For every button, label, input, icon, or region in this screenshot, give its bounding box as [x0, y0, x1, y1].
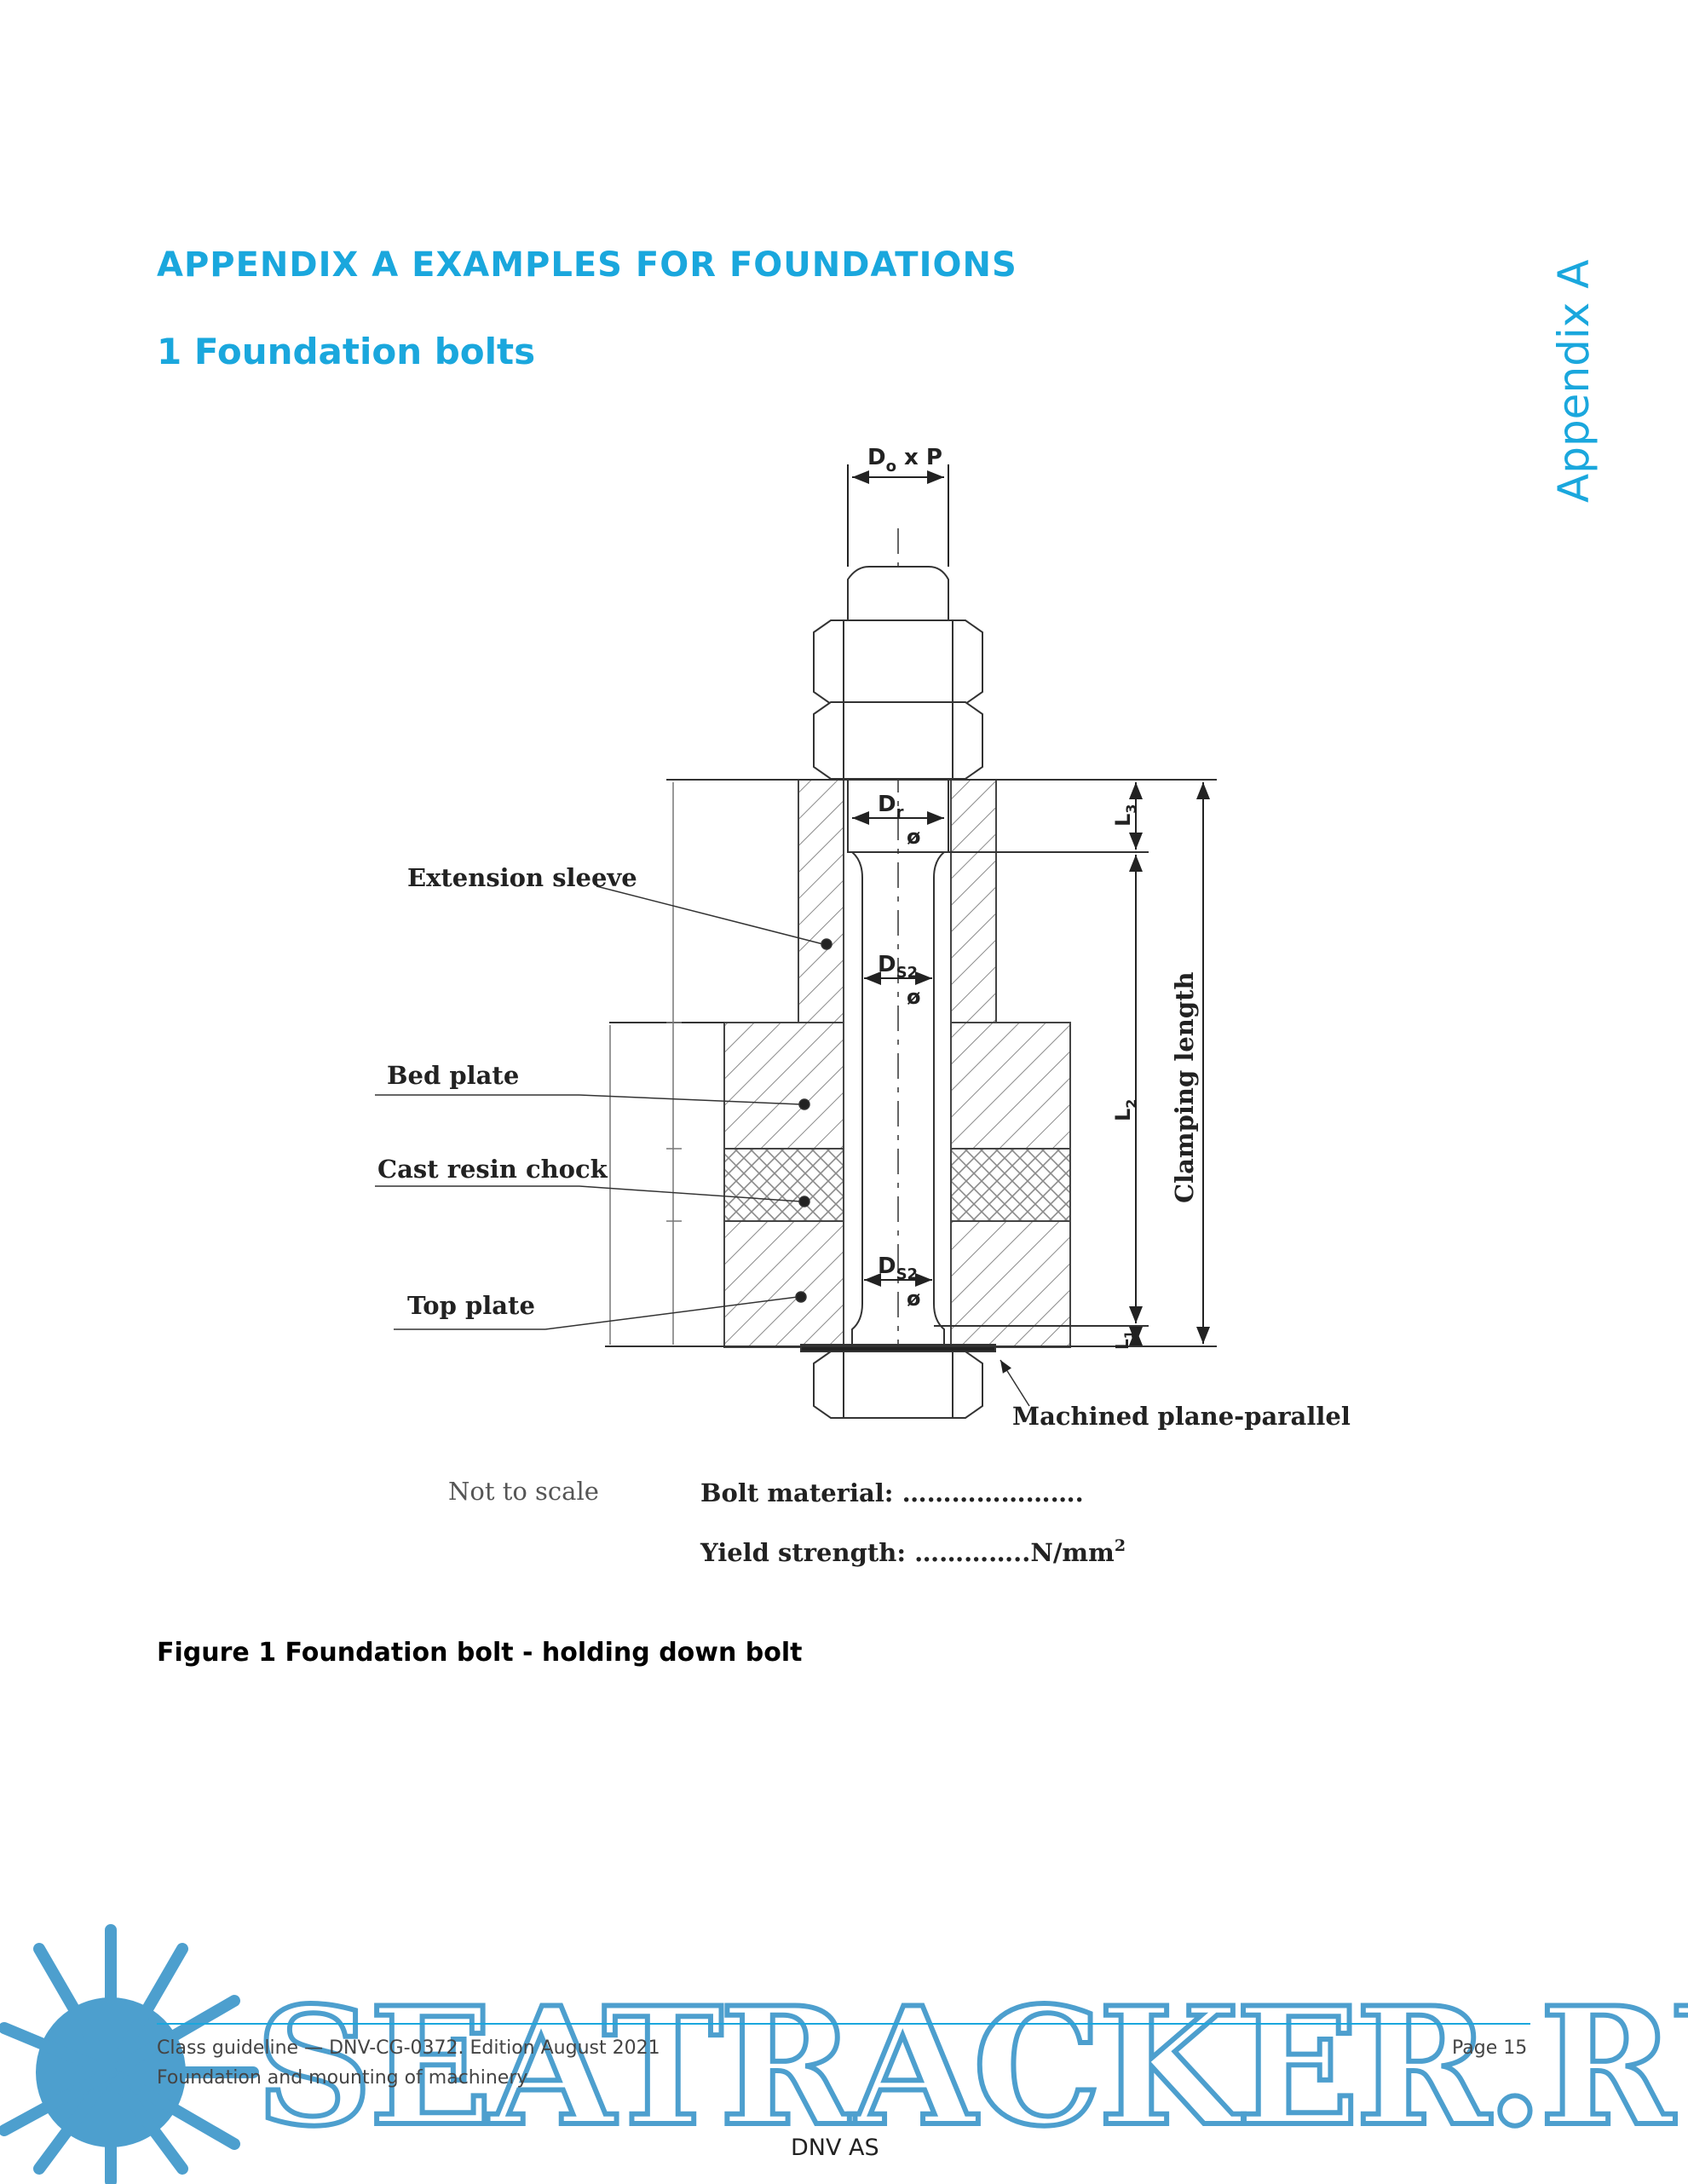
not-to-scale: Not to scale: [448, 1477, 599, 1506]
dim-ds2-upper-diameter: ø: [907, 985, 921, 1009]
watermark: SEATRACKER.RU: [0, 1924, 1688, 2184]
label-cast-resin-chock: Cast resin chock: [377, 1155, 608, 1184]
double-nut: [813, 619, 983, 780]
appendix-title: APPENDIX A EXAMPLES FOR FOUNDATIONS: [157, 245, 1017, 285]
figure-caption: Figure 1 Foundation bolt - holding down …: [157, 1638, 803, 1668]
watermark-sun-icon: [0, 1924, 259, 2184]
dim-top: [847, 464, 949, 567]
label-extension-sleeve: Extension sleeve: [407, 863, 637, 892]
cast-resin-chock: [723, 1148, 1071, 1222]
dim-l3-label: L3: [1111, 804, 1139, 827]
dim-left: [609, 782, 682, 1345]
page-number: Page 15: [1452, 2037, 1528, 2059]
dim-ds2-lower-diameter: ø: [907, 1287, 921, 1311]
label-bed-plate: Bed plate: [387, 1061, 519, 1090]
clamping-length-label: Clamping length: [1170, 971, 1199, 1203]
watermark-text: SEATRACKER.RU: [256, 1972, 1688, 2162]
bolt-head: [800, 1344, 996, 1419]
footer-divider: [157, 2023, 1530, 2025]
dim-dr-diameter: ø: [907, 825, 921, 849]
dim-dr-label: Dr: [878, 792, 904, 821]
label-machined-plane-parallel: Machined plane-parallel: [1012, 1402, 1351, 1431]
dim-ds2-lower-label: DS2: [878, 1253, 918, 1283]
extension-sleeve: [798, 779, 997, 1023]
dim-ds2-upper-label: DS2: [878, 952, 918, 982]
section-title: 1 Foundation bolts: [157, 331, 536, 372]
label-top-plate: Top plate: [407, 1291, 535, 1320]
bed-plate: [723, 1022, 1071, 1150]
bolt-material: Bolt material: ………………….: [700, 1478, 1084, 1507]
dim-top-label: Do x P: [867, 445, 942, 475]
footer-subject: Foundation and mounting of machinery: [157, 2067, 528, 2089]
dim-l2-label: L2: [1111, 1099, 1139, 1121]
footer-guideline: Class guideline — DNV-CG-0372. Edition A…: [157, 2037, 660, 2059]
threaded-end: [847, 566, 949, 623]
footer-company: DNV AS: [791, 2135, 879, 2161]
yield-strength: Yield strength: …………..N/mm2: [700, 1536, 1126, 1567]
dim-l1-label: L1: [1112, 1331, 1137, 1351]
